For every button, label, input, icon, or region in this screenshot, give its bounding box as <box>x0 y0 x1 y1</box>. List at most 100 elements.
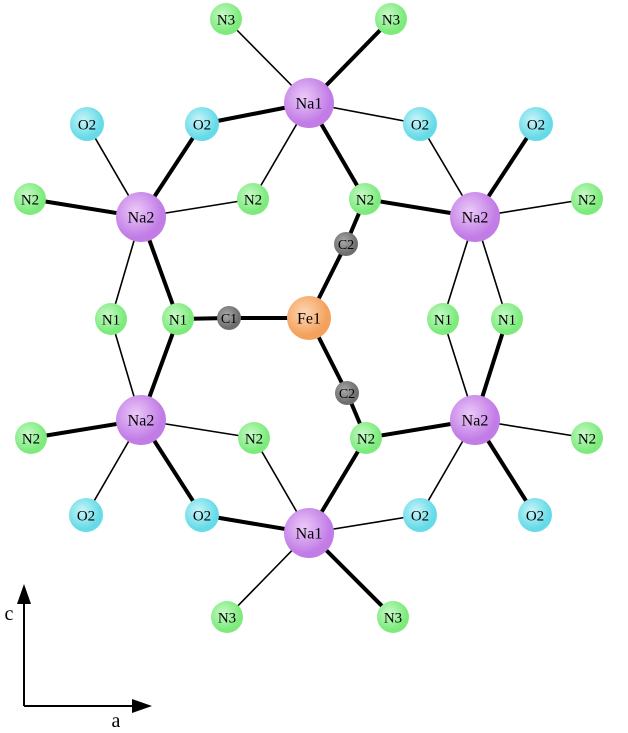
atom-sphere-n1_left_inner <box>162 303 194 335</box>
atom-na2_ur: Na2 <box>450 192 500 242</box>
atom-o2_br_outer: O2 <box>518 498 552 532</box>
atom-label-n1_right_inner: N1 <box>434 312 452 328</box>
atom-sphere-na1_bottom <box>284 508 334 558</box>
atom-c2_top: C2 <box>334 232 358 256</box>
atom-c1: C1 <box>217 306 241 330</box>
atom-label-n1_right_outer: N1 <box>498 312 516 328</box>
atom-sphere-o2_tr_inner <box>403 107 437 141</box>
atom-sphere-c2_bottom <box>335 381 359 405</box>
atom-label-o2_tl_inner: O2 <box>193 117 211 133</box>
atom-o2_br_inner: O2 <box>403 498 437 532</box>
atom-o2_tl_inner: O2 <box>185 107 219 141</box>
atom-label-n2_ur_outer: N2 <box>578 192 596 208</box>
atom-label-c1: C1 <box>221 312 237 327</box>
atom-label-o2_br_outer: O2 <box>526 508 544 524</box>
atom-sphere-n3_top_left <box>210 3 242 35</box>
atom-o2_tr_inner: O2 <box>403 107 437 141</box>
atom-label-n2_ul_inner: N2 <box>244 192 262 208</box>
atom-sphere-na2_ur <box>450 192 500 242</box>
atom-label-n3_top_right: N3 <box>382 12 400 28</box>
atom-sphere-o2_tl_outer <box>70 107 104 141</box>
atom-label-na1_top: Na1 <box>296 96 323 113</box>
atom-label-na2_lr: Na2 <box>462 413 489 430</box>
atom-label-n2_ll_inner: N2 <box>245 431 263 447</box>
atom-n1_left_inner: N1 <box>162 303 194 335</box>
atom-n1_left_outer: N1 <box>95 303 127 335</box>
atom-na1_bottom: Na1 <box>284 508 334 558</box>
atom-sphere-n1_right_outer <box>491 303 523 335</box>
atom-na1_top: Na1 <box>284 78 334 128</box>
atom-sphere-n3_bottom_right <box>377 601 409 633</box>
atom-label-n3_top_left: N3 <box>217 12 235 28</box>
atom-na2_ul: Na2 <box>116 192 166 242</box>
atom-label-n3_bottom_left: N3 <box>218 610 236 626</box>
atom-n2_ul_inner: N2 <box>237 183 269 215</box>
atom-label-n2_ll_outer: N2 <box>22 431 40 447</box>
atom-label-na2_ll: Na2 <box>128 413 155 430</box>
atom-label-n2_ul_outer: N2 <box>21 192 39 208</box>
atom-sphere-na2_ll <box>116 395 166 445</box>
axis-indicator: c a <box>5 584 152 732</box>
atom-n1_right_outer: N1 <box>491 303 523 335</box>
atom-sphere-n3_bottom_left <box>211 601 243 633</box>
atom-sphere-n1_right_inner <box>427 303 459 335</box>
atom-sphere-na2_ul <box>116 192 166 242</box>
atom-label-o2_tr_outer: O2 <box>527 117 545 133</box>
atom-label-n3_bottom_right: N3 <box>384 610 402 626</box>
atom-sphere-o2_bl_inner <box>185 498 219 532</box>
atom-fe1: Fe1 <box>287 296 331 340</box>
atom-sphere-n3_top_right <box>375 3 407 35</box>
atom-label-n2_lr_outer: N2 <box>578 431 596 447</box>
atom-o2_bl_inner: O2 <box>185 498 219 532</box>
atom-n3_bottom_left: N3 <box>211 601 243 633</box>
a-axis-arrowhead <box>132 699 152 713</box>
atom-sphere-c2_top <box>334 232 358 256</box>
atom-sphere-n2_lr_inner <box>350 422 382 454</box>
atom-n2_ur_inner: N2 <box>349 183 381 215</box>
atom-label-o2_br_inner: O2 <box>411 508 429 524</box>
atom-n2_ll_outer: N2 <box>15 422 47 454</box>
atom-n2_lr_inner: N2 <box>350 422 382 454</box>
atom-label-na1_bottom: Na1 <box>296 526 323 543</box>
a-axis-label: a <box>112 710 121 728</box>
atom-c2_bottom: C2 <box>335 381 359 405</box>
atom-sphere-n2_ll_outer <box>15 422 47 454</box>
atom-sphere-o2_br_inner <box>403 498 437 532</box>
atom-label-o2_bl_inner: O2 <box>193 508 211 524</box>
atom-label-na2_ul: Na2 <box>128 210 155 227</box>
atom-n3_top_right: N3 <box>375 3 407 35</box>
atom-sphere-o2_br_outer <box>518 498 552 532</box>
atom-o2_tr_outer: O2 <box>519 107 553 141</box>
atom-label-fe1: Fe1 <box>297 311 321 328</box>
atom-label-o2_tl_outer: O2 <box>78 117 96 133</box>
atom-sphere-n1_left_outer <box>95 303 127 335</box>
c-axis-arrowhead <box>17 584 31 604</box>
atom-n1_right_inner: N1 <box>427 303 459 335</box>
atom-sphere-n2_lr_outer <box>571 422 603 454</box>
atom-label-o2_tr_inner: O2 <box>411 117 429 133</box>
atom-sphere-na1_top <box>284 78 334 128</box>
atom-label-n2_lr_inner: N2 <box>357 431 375 447</box>
atom-sphere-na2_lr <box>450 395 500 445</box>
atom-n2_ll_inner: N2 <box>238 422 270 454</box>
atom-n2_ul_outer: N2 <box>14 183 46 215</box>
atom-na2_ll: Na2 <box>116 395 166 445</box>
atom-sphere-c1 <box>217 306 241 330</box>
atom-sphere-fe1 <box>287 296 331 340</box>
atom-n3_bottom_right: N3 <box>377 601 409 633</box>
atom-o2_bl_outer: O2 <box>69 498 103 532</box>
atom-sphere-n2_ul_outer <box>14 183 46 215</box>
atom-sphere-o2_bl_outer <box>69 498 103 532</box>
atom-sphere-o2_tr_outer <box>519 107 553 141</box>
atom-sphere-n2_ur_inner <box>349 183 381 215</box>
atom-label-n2_ur_inner: N2 <box>356 192 374 208</box>
atom-sphere-n2_ur_outer <box>571 183 603 215</box>
atom-n2_ur_outer: N2 <box>571 183 603 215</box>
atom-na2_lr: Na2 <box>450 395 500 445</box>
atom-label-o2_bl_outer: O2 <box>77 508 95 524</box>
atom-n2_lr_outer: N2 <box>571 422 603 454</box>
atom-label-na2_ur: Na2 <box>462 210 489 227</box>
